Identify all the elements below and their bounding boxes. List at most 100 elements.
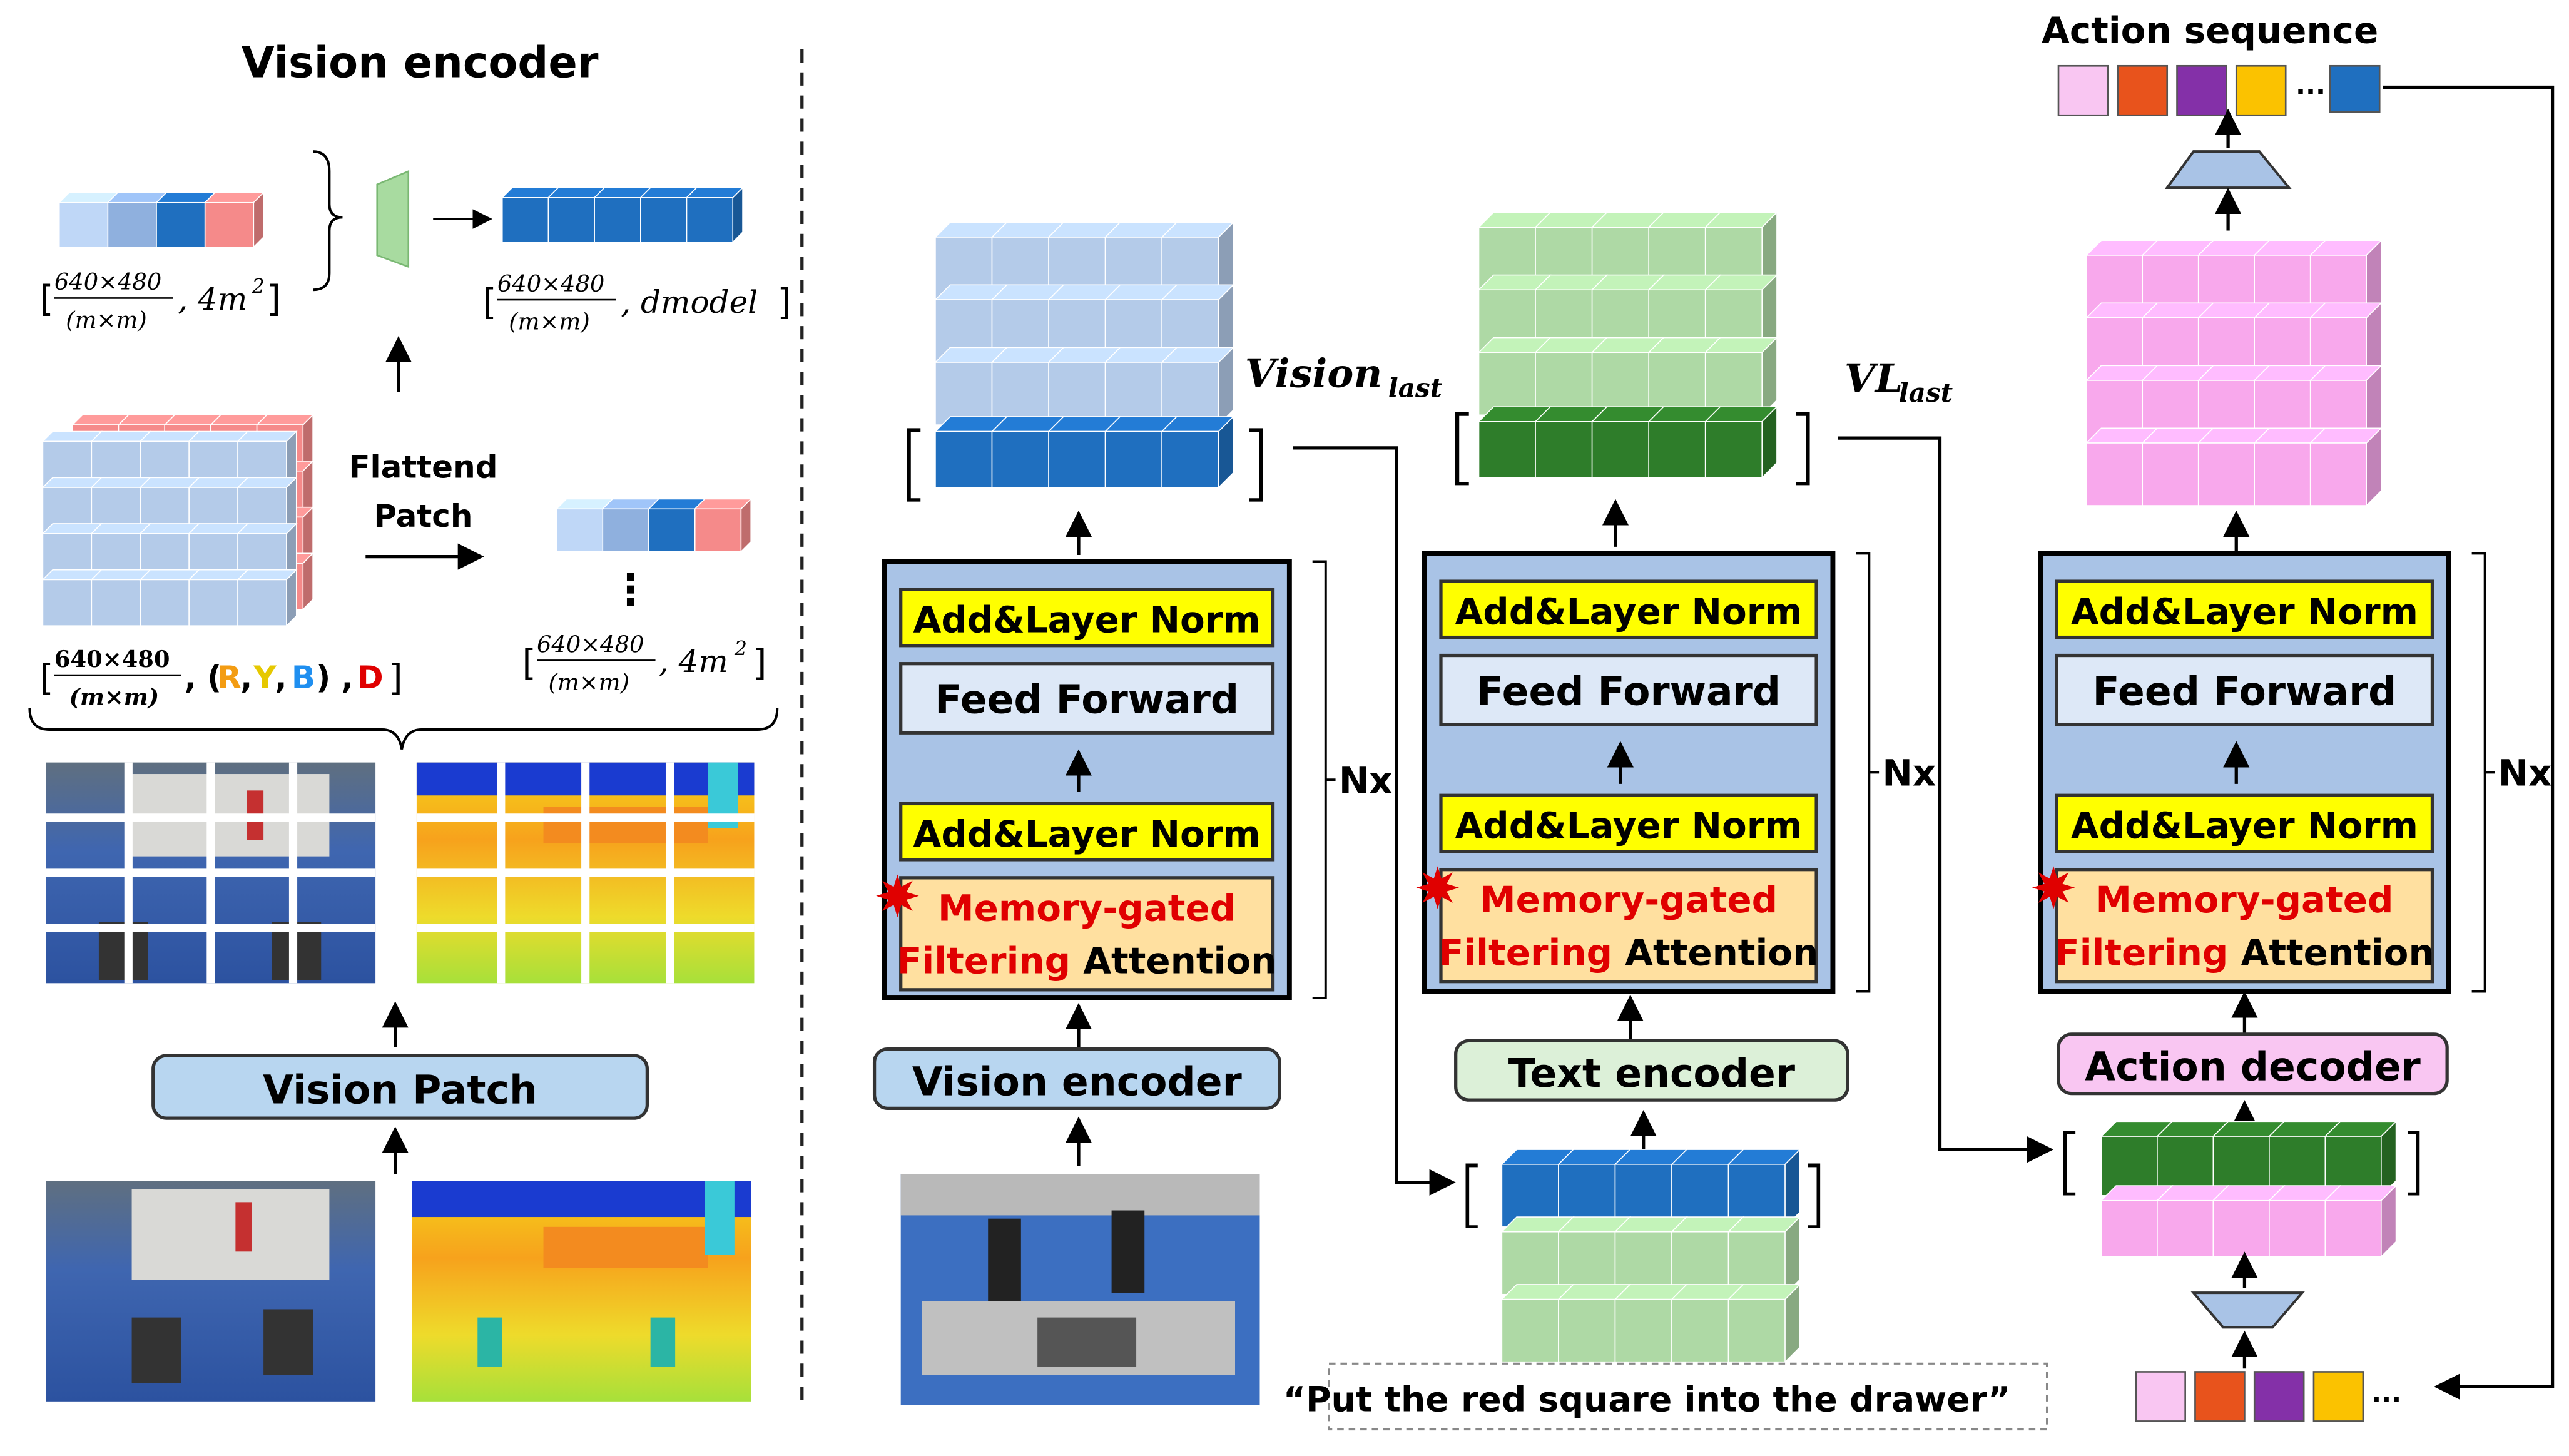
action-head-trapezoid [2164, 150, 2292, 190]
vision-encoder-title: Vision encoder [242, 38, 599, 88]
cube-face [2309, 442, 2367, 506]
vision-encoder-box: Vision encoder [872, 1047, 1281, 1110]
cube-face [991, 430, 1049, 488]
cube-side [732, 186, 743, 243]
action-token [2117, 64, 2169, 116]
text-encoder-label: Text encoder [1508, 1050, 1795, 1096]
add-norm-top-box [899, 588, 1275, 648]
dmodel-token [501, 186, 744, 243]
vl-last-main: VL [1844, 355, 1903, 401]
cube-face [501, 197, 549, 243]
cube-face [935, 362, 993, 425]
action-decoder-box: Action decoder [2057, 1032, 2449, 1096]
add-norm-top-label: Add&Layer Norm [1455, 591, 1802, 633]
add-norm-bottom-box [2055, 793, 2434, 853]
cube-side [2381, 1120, 2397, 1197]
add-norm-bottom-box [899, 802, 1275, 862]
formula-den: (m×m) [66, 307, 146, 333]
nx-bracket [1856, 552, 1880, 993]
action-output-stack [2085, 239, 2383, 507]
formula-suffix: , 4m [178, 281, 247, 317]
formula-sup: 2 [734, 638, 747, 661]
svg-text:, (: , ( [185, 659, 221, 696]
flatten-label-line2: Patch [374, 498, 472, 534]
dmodel-cubes [501, 186, 744, 243]
cube-face [640, 197, 688, 243]
add-norm-top-box [2055, 579, 2434, 639]
svg-text:]: ] [389, 656, 403, 699]
vision-bracket-left: [ [897, 415, 929, 511]
channel-d: D [357, 659, 384, 696]
highlight-star-icon [876, 874, 919, 918]
cube-face [2085, 442, 2144, 506]
cube-face [156, 201, 206, 248]
cube-side [286, 568, 297, 628]
cube-face [2324, 1199, 2382, 1258]
cube-face [140, 579, 190, 626]
cube-face [1104, 430, 1162, 488]
attention-line1: Memory-gated [938, 887, 1236, 929]
action-input-stack [2100, 1120, 2398, 1258]
formula-num: 640×480 [497, 270, 604, 297]
cube-face [2100, 1199, 2158, 1258]
action-token [2176, 64, 2227, 116]
attention-line1: Memory-gated [1480, 878, 1778, 921]
highlight-star-icon [1416, 866, 1459, 909]
formula-num: 640×480 [54, 645, 170, 673]
feed-forward-box [899, 662, 1275, 735]
feed-forward-label: Feed Forward [2092, 668, 2396, 714]
cube-side [1784, 1216, 1801, 1296]
attention-line2: Filtering Attention [2055, 931, 2434, 974]
svg-text:[: [ [482, 281, 497, 323]
cube-face [594, 197, 641, 243]
cube-face [547, 197, 595, 243]
vision-encoder-label: Vision encoder [912, 1058, 1242, 1104]
cube-side [1218, 415, 1234, 489]
channel-b: B [292, 659, 315, 696]
text-input-vision-row [1500, 1148, 1801, 1228]
token-4m2-cubes [58, 191, 265, 248]
rgb-raw-image [46, 1181, 376, 1402]
cube-side [1761, 336, 1778, 417]
flatten-label-line1: Flattend [348, 449, 497, 485]
feed-forward-box [1439, 653, 1818, 726]
action-input-bracket-right: ] [2399, 1119, 2428, 1203]
vl-bracket-left: [ [1446, 399, 1478, 494]
cube-face [237, 579, 287, 626]
rgbd-front-row [41, 568, 298, 628]
cube-face [1048, 362, 1106, 425]
instruction-text: “Put the red square into the drawer” [1283, 1380, 2011, 1420]
cube-face [1727, 1298, 1786, 1363]
attention-line1: Memory-gated [2095, 878, 2393, 921]
text-input-green-row [1500, 1216, 1801, 1296]
attention-box [1439, 868, 1818, 984]
cube-face [1535, 352, 1593, 416]
text-input-bracket-right: ] [1800, 1153, 1828, 1236]
cube-face [2142, 442, 2199, 506]
add-norm-bottom-label: Add&Layer Norm [2071, 805, 2418, 847]
cube-face [42, 579, 93, 626]
cube-side [1218, 346, 1234, 426]
vertical-ellipsis: ⋮ [609, 565, 652, 615]
action-token [2057, 64, 2109, 116]
projection-trapezoid [376, 170, 410, 268]
connector-vl-to-action [1838, 436, 2054, 1163]
add-norm-top-label: Add&Layer Norm [913, 599, 1261, 641]
action-token [2253, 1371, 2305, 1422]
channel-y: Y [253, 659, 277, 696]
cube-face [1161, 430, 1219, 488]
add-norm-top-box [1439, 579, 1818, 639]
action-token [2194, 1371, 2246, 1422]
add-norm-bottom-box [1439, 793, 1818, 853]
formula-suffix: , 4m [659, 643, 728, 680]
cube-side [253, 191, 264, 248]
flat-token-cubes [555, 497, 753, 553]
cube-face [1704, 421, 1763, 479]
patch-token-4m2 [58, 191, 265, 248]
cube-face [1704, 352, 1763, 416]
text-encoder-box: Text encoder [1454, 1039, 1849, 1102]
svg-text:,: , [275, 659, 287, 696]
